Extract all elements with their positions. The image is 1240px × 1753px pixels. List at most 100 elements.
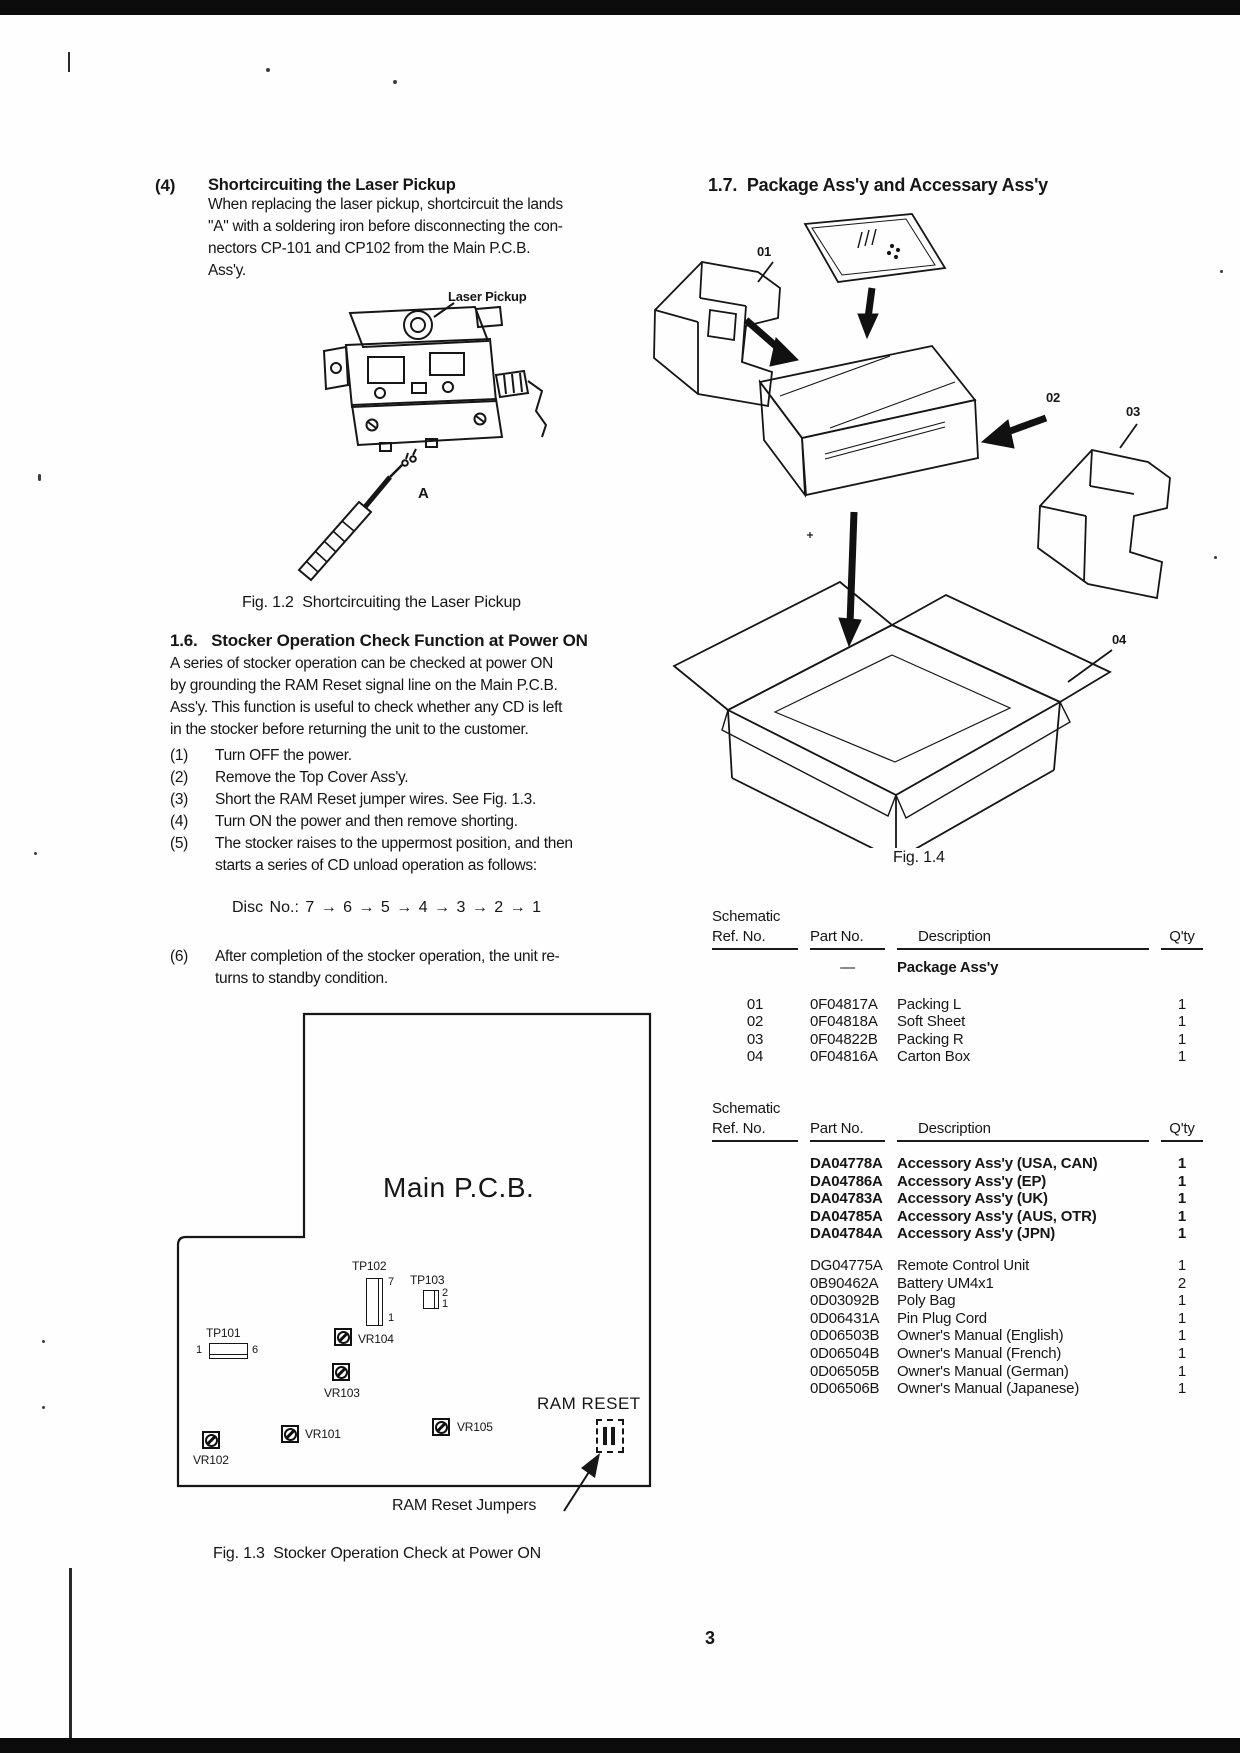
section-4-body: When replacing the laser pickup, shortci…	[208, 196, 563, 279]
tp102-pin-bottom: 1	[388, 1312, 395, 1324]
part-cell: DA04778A	[810, 1155, 883, 1172]
desc-cell: Accessory Ass'y (JPN)	[897, 1225, 1056, 1243]
step-text: The stocker raises to the uppermost posi…	[215, 835, 573, 874]
land-a-label: A	[418, 485, 429, 502]
desc-cell: Owner's Manual (French)	[897, 1344, 1062, 1362]
fig14-ref-04: 04	[1112, 632, 1127, 647]
scan-artifact-bottom-bar	[0, 1738, 1240, 1753]
desc-cell: Poly Bag	[897, 1292, 956, 1310]
col-header-ref: Ref. No.	[712, 928, 798, 950]
procedure-step: (5) The stocker raises to the uppermost p…	[170, 833, 640, 877]
ref-cell	[712, 1208, 798, 1226]
scan-artifact-dot	[1220, 270, 1223, 273]
desc-cell: Carton Box	[897, 1048, 971, 1066]
vr102-pot	[202, 1431, 220, 1449]
ref-cell	[712, 1292, 798, 1310]
ref-cell: 04	[746, 1048, 764, 1066]
qty-cell: 1	[1177, 1048, 1187, 1066]
vr105-pot	[432, 1418, 450, 1436]
scan-artifact-dot	[42, 1340, 45, 1343]
ref-cell	[712, 1275, 798, 1293]
qty-cell	[1161, 959, 1203, 977]
jumper-wire	[603, 1427, 607, 1445]
step-number: (5)	[170, 835, 189, 852]
ram-reset-jumper-box	[596, 1419, 624, 1453]
step-text: Short the RAM Reset jumper wires. See Fi…	[215, 791, 537, 808]
fig14-ref-02: 02	[1046, 390, 1061, 405]
tp101-pin-left: 1	[196, 1344, 203, 1356]
row-gap	[712, 977, 1203, 996]
desc-cell: Soft Sheet	[897, 1013, 966, 1031]
fig-1-4-caption: Fig. 1.4	[893, 849, 945, 866]
jumper-wire	[611, 1427, 615, 1445]
laser-pickup-figure	[297, 302, 548, 582]
ref-cell	[712, 1173, 798, 1191]
part-cell: 0F04816A	[810, 1048, 878, 1066]
scan-artifact-dot	[393, 80, 397, 84]
tp103-pin-top: 2	[442, 1287, 449, 1299]
procedure-step: (2)Remove the Top Cover Ass'y.	[170, 767, 640, 789]
tp101-label: TP101	[206, 1326, 241, 1340]
section-4-heading: (4) Shortcircuiting the Laser Pickup	[155, 176, 456, 196]
qty-cell: 1	[1177, 1327, 1187, 1345]
part-cell: 0D06431A	[810, 1309, 880, 1327]
header-spacer	[897, 908, 1149, 928]
qty-cell: 1	[1177, 1292, 1187, 1310]
step-number: (4)	[170, 813, 189, 830]
part-cell: DA04786A	[810, 1172, 883, 1190]
procedure-step: (3)Short the RAM Reset jumper wires. See…	[170, 789, 640, 811]
header-spacer	[1161, 908, 1203, 928]
desc-cell: Accessory Ass'y (EP)	[897, 1172, 1047, 1190]
ref-cell: 02	[746, 1013, 764, 1031]
qty-cell: 2	[1177, 1274, 1187, 1292]
qty-cell: 1	[1177, 1256, 1187, 1274]
desc-cell: Packing R	[897, 1030, 964, 1048]
row-gap	[712, 950, 1203, 959]
part-cell: —	[840, 959, 855, 976]
tp103-connector	[423, 1290, 439, 1309]
disc-sequence: Disc No.: 7 → 6 → 5 → 4 → 3 → 2 → 1	[232, 899, 541, 916]
header-spacer	[810, 1100, 885, 1120]
vr103-label: VR103	[324, 1386, 360, 1400]
ram-reset-label: RAM RESET	[537, 1394, 641, 1413]
fig-1-3-caption: Fig. 1.3 Stocker Operation Check at Powe…	[213, 1545, 542, 1562]
ref-cell: 03	[746, 1030, 764, 1048]
vr105-label: VR105	[457, 1420, 493, 1434]
tp102-pin-top: 7	[388, 1276, 395, 1288]
part-cell: 0D06506B	[810, 1380, 880, 1398]
vr101-label: VR101	[305, 1427, 341, 1441]
vr104-pot	[334, 1328, 352, 1346]
package-assembly-figure	[653, 213, 1171, 848]
qty-cell: 1	[1177, 1225, 1187, 1243]
desc-cell: Pin Plug Cord	[897, 1309, 987, 1327]
part-cell: DA04783A	[810, 1190, 883, 1208]
scan-artifact-dot	[266, 68, 270, 72]
step-text: After completion of the stocker operatio…	[215, 948, 560, 987]
desc-cell: Owner's Manual (German)	[897, 1362, 1069, 1380]
part-cell: DA04785A	[810, 1207, 883, 1225]
tp103-pin-bottom: 1	[442, 1298, 449, 1310]
tp102-label: TP102	[352, 1259, 387, 1273]
desc-cell: Owner's Manual (English)	[897, 1327, 1064, 1345]
ram-reset-jumpers-callout: RAM Reset Jumpers	[392, 1497, 537, 1514]
ref-cell	[712, 1327, 798, 1345]
scan-artifact-dot	[38, 474, 41, 481]
ref-cell	[712, 1257, 798, 1275]
vr101-pot	[281, 1425, 299, 1443]
step-number: (2)	[170, 769, 189, 786]
procedure-steps: (1)Turn OFF the power.(2)Remove the Top …	[170, 745, 640, 877]
part-cell: 0D06503B	[810, 1327, 880, 1345]
row-gap	[712, 1142, 1203, 1155]
qty-cell: 1	[1177, 1362, 1187, 1380]
step-text: Turn OFF the power.	[215, 747, 352, 764]
step-text: Turn ON the power and then remove shorti…	[215, 813, 518, 830]
col-header-qty: Q'ty	[1161, 1120, 1203, 1142]
section-title: Shortcircuiting the Laser Pickup	[208, 176, 456, 194]
header-spacer	[897, 1100, 1149, 1120]
section-1-6-intro: A series of stocker operation can be che…	[170, 655, 563, 738]
part-cell: 0F04817A	[810, 995, 878, 1013]
vr104-label: VR104	[358, 1332, 394, 1346]
main-pcb-figure	[176, 1012, 652, 1512]
row-gap	[712, 1243, 1203, 1257]
